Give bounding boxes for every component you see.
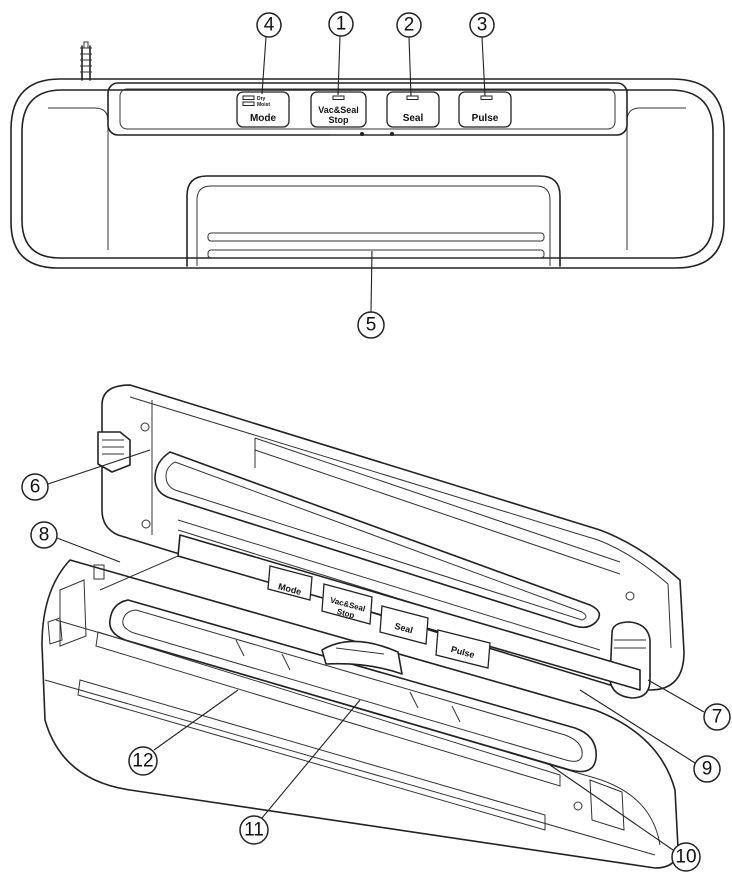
svg-text:4: 4 xyxy=(264,15,275,36)
base-vac-seal-line2: Stop xyxy=(336,607,356,620)
top-body-outline xyxy=(10,78,725,269)
left-lock-latch xyxy=(97,431,131,473)
callout-12: 12 xyxy=(128,689,239,776)
base-pulse-button[interactable]: Pulse xyxy=(435,629,491,669)
mode-button-label: Mode xyxy=(250,113,277,124)
callout-7: 7 xyxy=(647,679,731,731)
callout-2: 2 xyxy=(396,12,422,97)
svg-text:9: 9 xyxy=(702,759,713,780)
callout-9: 9 xyxy=(579,689,721,783)
seal-button-label: Seal xyxy=(403,113,424,124)
callout-4: 4 xyxy=(256,12,282,95)
callout-5: 5 xyxy=(357,250,385,339)
svg-text:5: 5 xyxy=(366,315,377,336)
svg-text:6: 6 xyxy=(30,477,41,498)
base-vac-seal-stop-button[interactable]: Vac&Seal Stop xyxy=(321,583,373,625)
svg-text:1: 1 xyxy=(336,14,347,35)
base-seal-label: Seal xyxy=(394,621,414,635)
power-connector xyxy=(80,41,92,81)
base-unit: Mode Vac&Seal Stop Seal Pulse xyxy=(41,534,679,869)
callout-8: 8 xyxy=(30,521,121,563)
seal-button[interactable]: Seal xyxy=(386,91,440,128)
svg-text:11: 11 xyxy=(244,820,264,841)
pulse-button[interactable]: Pulse xyxy=(458,91,512,128)
svg-text:10: 10 xyxy=(675,847,696,868)
perspective-view: Mode Vac&Seal Stop Seal Pulse 6 8 xyxy=(21,384,731,872)
base-mode-button[interactable]: Mode xyxy=(267,565,313,601)
top-view: Dry Moist Mode Vac&Seal Stop Seal Pulse xyxy=(10,11,725,339)
svg-text:8: 8 xyxy=(39,525,50,546)
svg-text:7: 7 xyxy=(712,707,723,728)
pulse-button-label: Pulse xyxy=(472,113,499,124)
callout-11: 11 xyxy=(239,699,361,845)
bag-cutter xyxy=(321,640,403,675)
lid-handle xyxy=(186,175,561,267)
vac-seal-label-line2: Stop xyxy=(329,115,349,125)
callout-1: 1 xyxy=(328,11,354,96)
callout-3: 3 xyxy=(469,12,495,97)
svg-text:2: 2 xyxy=(404,15,415,36)
moist-indicator-label: Moist xyxy=(257,102,270,108)
callout-6: 6 xyxy=(21,449,151,501)
callout-10: 10 xyxy=(549,764,701,872)
svg-text:3: 3 xyxy=(477,15,488,36)
base-seal-button[interactable]: Seal xyxy=(379,605,429,645)
mode-button[interactable]: Dry Moist Mode xyxy=(236,91,290,128)
vac-seal-stop-button[interactable]: Vac&Seal Stop xyxy=(310,91,367,128)
svg-text:12: 12 xyxy=(132,751,153,772)
vac-seal-label-line1: Vac&Seal xyxy=(318,105,359,115)
dry-indicator-label: Dry xyxy=(257,96,266,102)
